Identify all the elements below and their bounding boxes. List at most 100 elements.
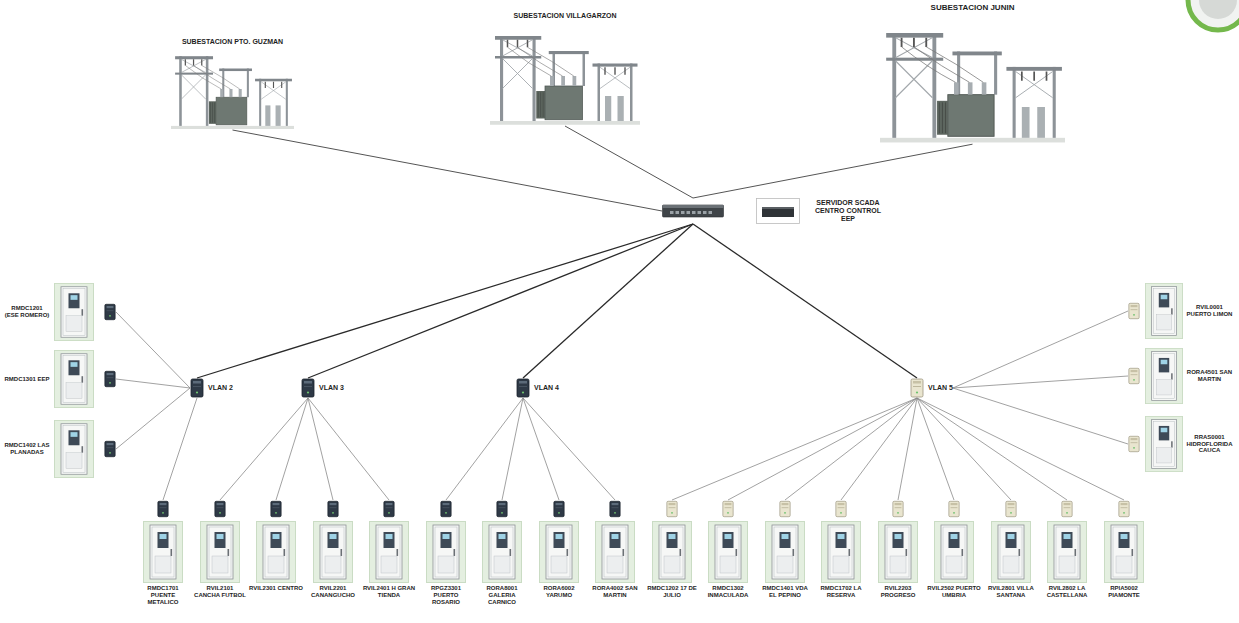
connector-line xyxy=(565,126,693,198)
network-switch xyxy=(662,203,724,219)
cabinet-frame xyxy=(314,522,353,583)
panel-display xyxy=(71,362,78,367)
status-led xyxy=(109,315,111,317)
device-body xyxy=(1119,501,1129,516)
node-label: RVIL2101 CANCHA FUTBOL xyxy=(193,585,247,599)
device-top xyxy=(1064,503,1071,505)
control-panel xyxy=(384,532,395,548)
substation-node: SUBESTACION VILLAGARZON xyxy=(490,12,640,126)
door-handle xyxy=(680,549,682,556)
substation-illustration xyxy=(880,14,1065,144)
gantry-lattice xyxy=(181,59,206,99)
recloser-cabinet xyxy=(313,521,353,583)
node-label: VLAN 4 xyxy=(534,384,559,392)
node-label: RMDC1201 (ESE ROMERO) xyxy=(4,305,50,319)
status-led xyxy=(727,512,729,514)
modem-icon xyxy=(835,500,847,518)
panel-display xyxy=(160,534,167,539)
switch-port xyxy=(698,211,702,214)
device-port xyxy=(782,507,789,509)
status-led xyxy=(522,391,524,393)
cabinet-plate xyxy=(946,556,962,573)
recloser-node: RORA8001 GALERIA CARNICO xyxy=(475,500,529,606)
recloser-cabinet xyxy=(652,521,692,583)
door-handle xyxy=(284,549,286,556)
cabinet-frame xyxy=(257,522,296,583)
cabinet-body xyxy=(150,525,176,579)
panel-display xyxy=(217,534,224,539)
conductor xyxy=(508,47,574,76)
insulator xyxy=(185,59,201,65)
cabinet-plate xyxy=(890,556,906,573)
cabinet-frame xyxy=(992,522,1031,583)
recloser-node: RMDC1202 17 DE JULIO xyxy=(645,500,699,599)
device-port xyxy=(304,386,312,387)
cabinet-door xyxy=(1154,353,1175,398)
cabinet-frame xyxy=(1145,348,1182,403)
panel-display xyxy=(499,534,506,539)
cabinet-plate xyxy=(1156,315,1171,330)
connector-line xyxy=(953,376,1128,388)
control-panel xyxy=(836,532,847,548)
cabinet-plate xyxy=(833,556,849,573)
panel-display xyxy=(273,534,280,539)
gantry-beam xyxy=(886,33,943,38)
device-body xyxy=(1129,436,1139,451)
device-port xyxy=(725,507,732,509)
cabinet-plate xyxy=(551,556,567,573)
cabinet-plate xyxy=(268,556,284,573)
node-label: RMDC1702 LA RESERVA xyxy=(814,585,868,599)
recloser-node: RRAS0001 HIDROFLORIDA CAUCA xyxy=(1128,416,1233,472)
panel-display xyxy=(1008,534,1015,539)
cabinet-plate xyxy=(1003,556,1019,573)
door-handle xyxy=(962,549,964,556)
substation-node: SUBESTACION JUNIN xyxy=(880,3,1065,144)
control-panel xyxy=(69,360,80,375)
door-handle xyxy=(1171,441,1173,447)
gantry-beam xyxy=(593,64,638,67)
device-body xyxy=(191,379,203,397)
node-label: RORA4501 SAN MARTIN xyxy=(1186,369,1233,383)
cabinet-plate xyxy=(777,556,793,573)
recloser-cabinet xyxy=(1145,283,1183,339)
recloser-node: RVIL2301 CENTRO xyxy=(249,500,303,592)
cabinet-door xyxy=(491,527,513,577)
panel-display xyxy=(443,534,450,539)
cabinet-frame xyxy=(144,522,183,583)
status-led xyxy=(671,512,673,514)
device-port xyxy=(612,507,619,509)
recloser-node: RPGZ3301 PUERTO ROSARIO xyxy=(419,500,473,606)
insulator xyxy=(902,38,927,47)
modem-icon xyxy=(948,500,960,518)
gantry-pole xyxy=(598,64,601,122)
gantry-pole xyxy=(630,64,633,122)
modem-icon xyxy=(553,500,565,518)
recloser-cabinet xyxy=(256,521,296,583)
status-led xyxy=(162,512,164,514)
connector-line xyxy=(672,398,917,500)
modem-icon xyxy=(609,500,621,518)
breaker xyxy=(1022,107,1030,138)
radiator-fins xyxy=(939,103,945,134)
gantry-pole xyxy=(583,51,586,86)
switch-body xyxy=(663,205,724,217)
node-label: RVIL2502 PUERTO UMBRIA xyxy=(927,585,981,599)
connector-line xyxy=(116,388,190,449)
control-panel xyxy=(949,532,960,548)
recloser-cabinet xyxy=(200,521,240,583)
connector-line xyxy=(116,312,190,388)
node-label: RVIL2801 VILLA SANTANA xyxy=(984,585,1038,599)
modem-icon xyxy=(440,500,452,518)
door-handle xyxy=(82,446,84,453)
device-port xyxy=(556,507,563,509)
modem-icon xyxy=(496,500,508,518)
device-top xyxy=(1121,503,1128,505)
recloser-cabinet xyxy=(821,521,861,583)
insulator xyxy=(508,40,528,48)
device-port xyxy=(838,507,845,509)
cabinet-frame xyxy=(55,420,94,477)
cabinet-plate xyxy=(664,556,680,573)
recloser-cabinet xyxy=(482,521,522,583)
modem-icon xyxy=(779,500,791,518)
insulator xyxy=(605,67,625,75)
